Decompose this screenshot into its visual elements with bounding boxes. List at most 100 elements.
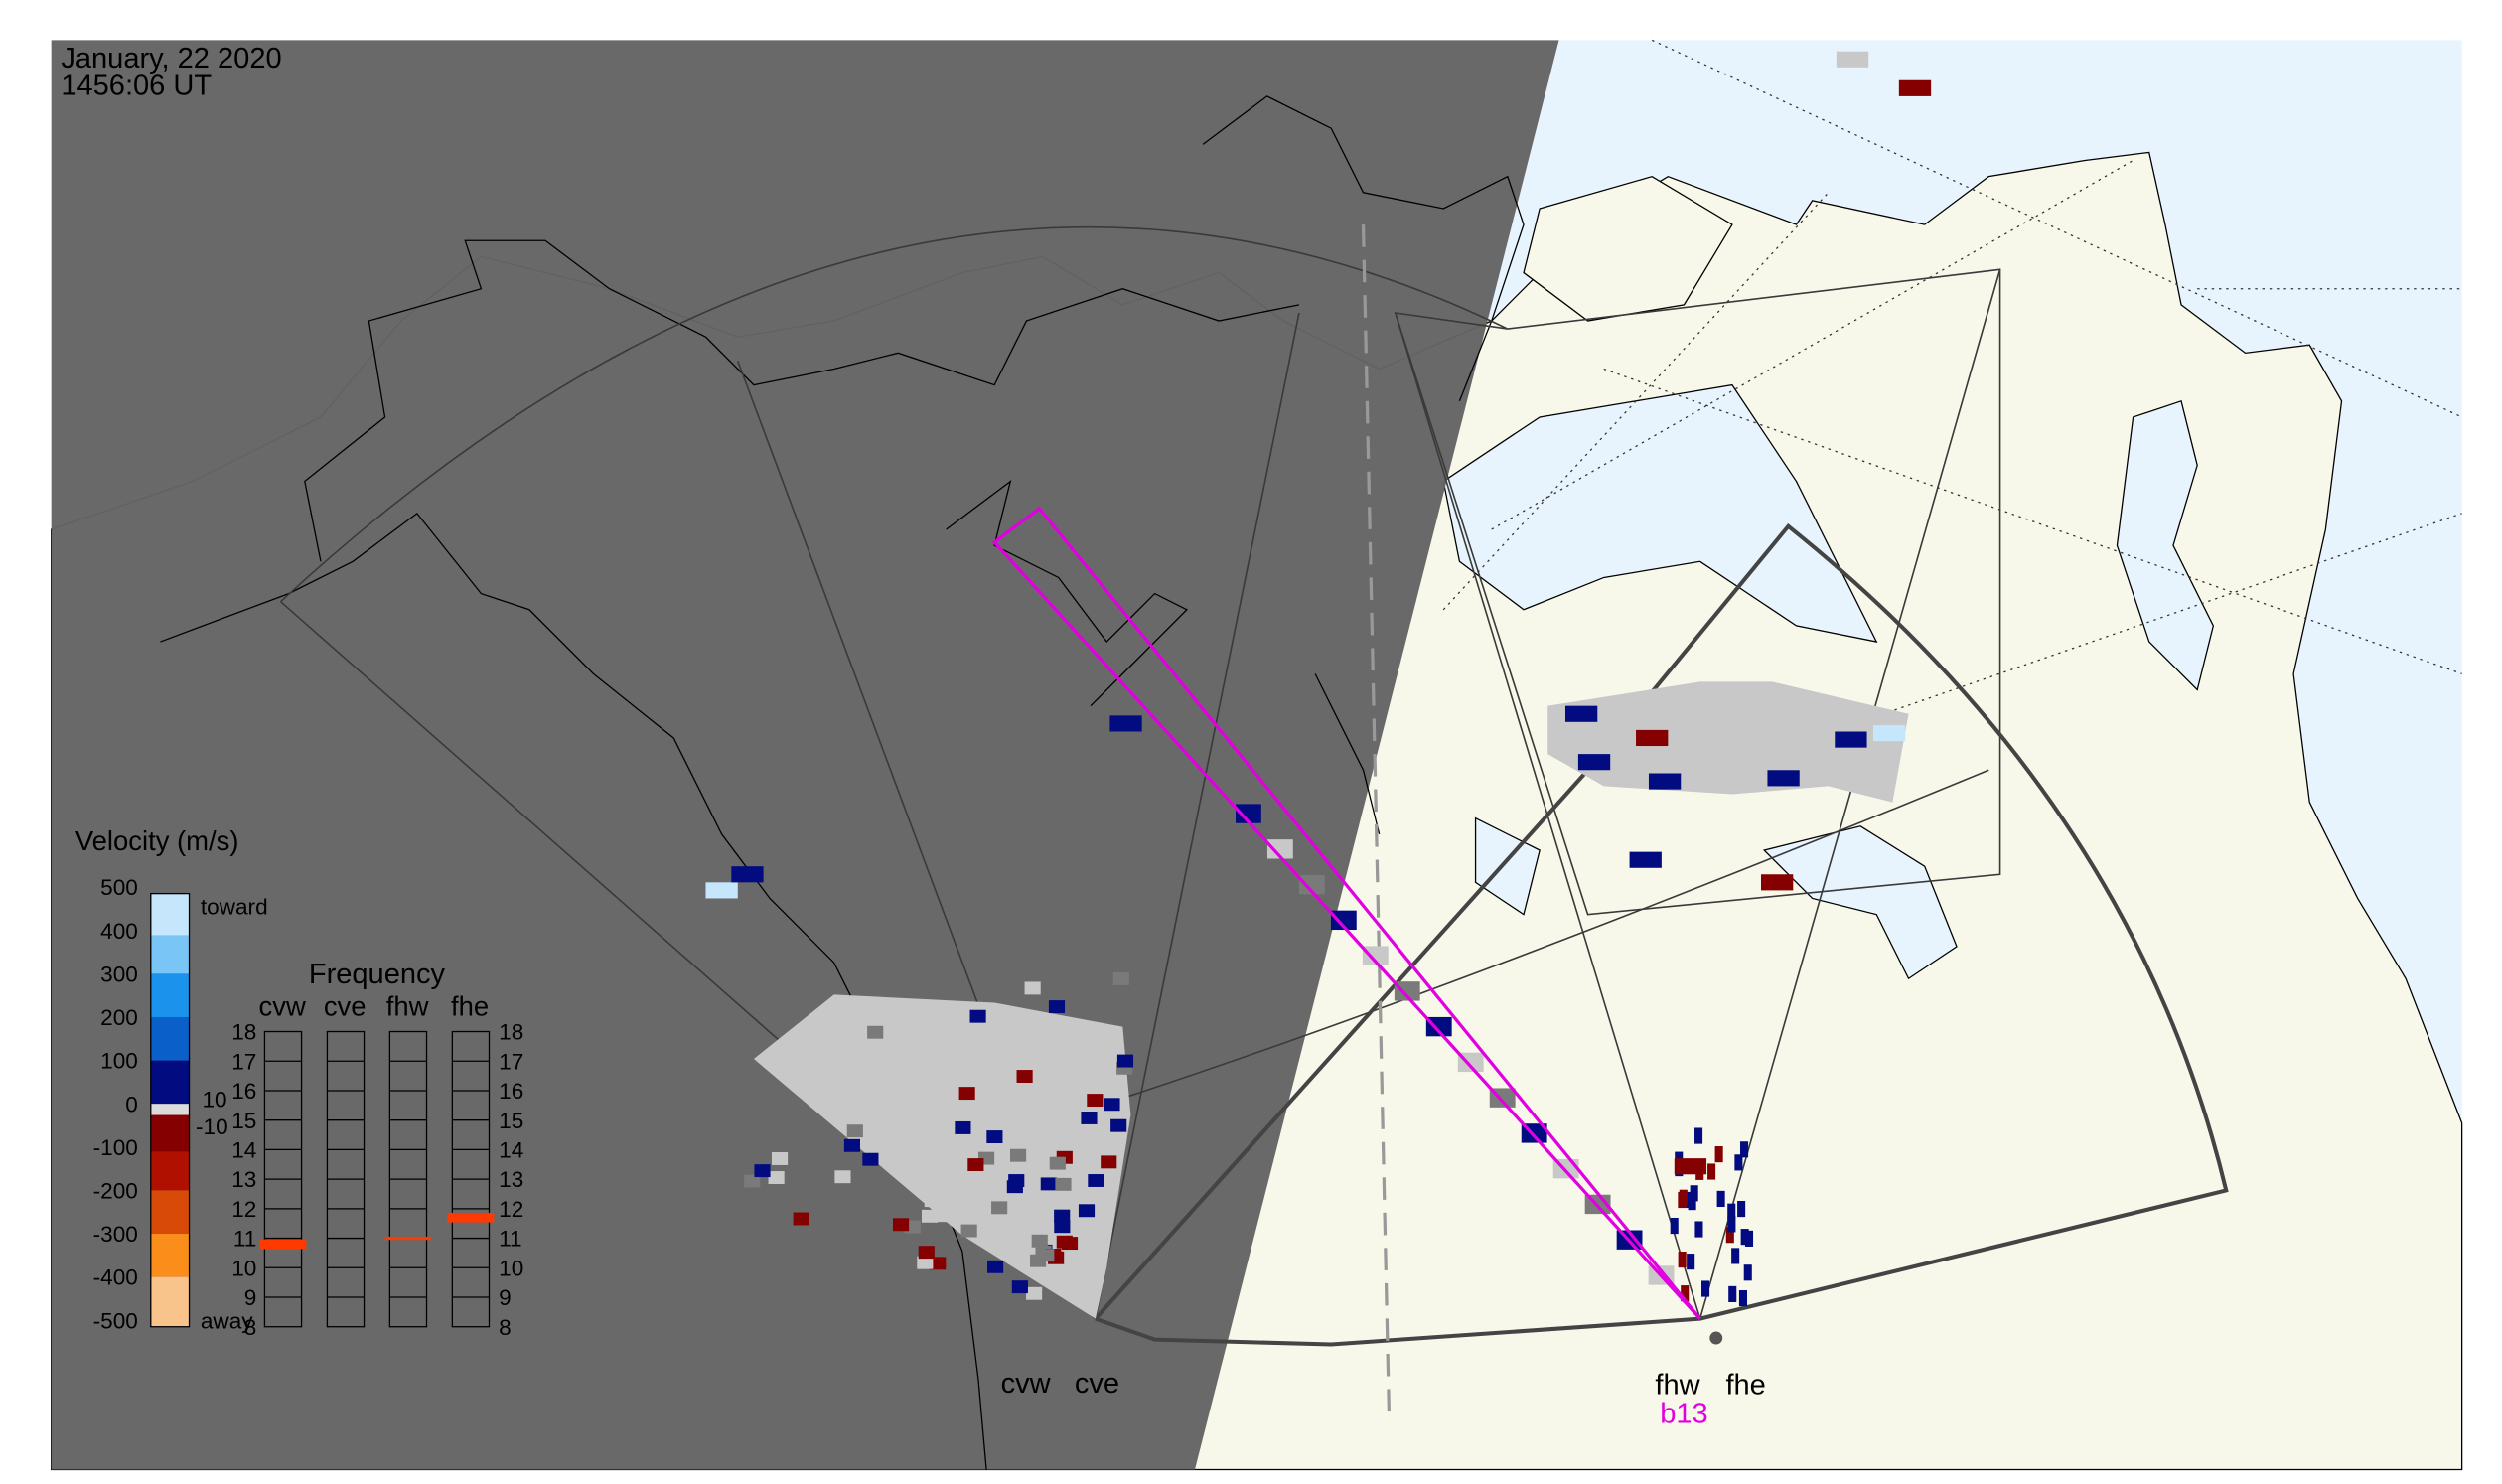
echo-cell (1744, 1230, 1754, 1247)
echo-cell (1564, 705, 1598, 722)
echo-cell (1078, 1204, 1096, 1218)
away-label: away (201, 1308, 253, 1333)
echo-cell (1298, 874, 1325, 895)
echo-cell (1049, 1156, 1066, 1170)
echo-cell (948, 1149, 964, 1163)
echo-cell (1362, 946, 1389, 965)
radar-label-cve: cve (1075, 1368, 1119, 1400)
date-label: January, 22 2020 (61, 43, 281, 74)
echo-cell (1101, 1155, 1117, 1169)
frequency-tick-right: 15 (499, 1109, 523, 1133)
echo-cell (991, 1201, 1008, 1215)
toward-label: toward (201, 895, 268, 920)
frequency-column-label-cvw: cvw (259, 990, 306, 1021)
zero-band-lower-label: -10 (196, 1114, 228, 1139)
echo-cell (744, 1174, 761, 1188)
echo-cell (1694, 1127, 1703, 1144)
colorbar-zero-band (150, 1104, 190, 1115)
echo-cell (1394, 981, 1420, 1001)
echo-cell (892, 1218, 910, 1232)
frequency-tick-left: 15 (231, 1109, 256, 1133)
echo-cell (1707, 1163, 1716, 1180)
echo-cell (878, 1050, 895, 1064)
radar-site-fh[interactable] (1709, 1331, 1723, 1345)
echo-cell (754, 1164, 771, 1178)
echo-cell (1898, 79, 1932, 96)
velocity-legend-title: Velocity (m/s) (75, 825, 239, 856)
echo-cell (846, 1124, 863, 1138)
echo-cell (705, 882, 738, 899)
colorbar-segment (150, 893, 190, 936)
frequency-tick-left: 17 (231, 1049, 256, 1074)
frequency-column-label-fhw: fhw (386, 990, 429, 1021)
velocity-tick-label: 200 (100, 1005, 138, 1030)
echo-cell (771, 1152, 789, 1165)
radar-label-fhe: fhe (1725, 1370, 1765, 1402)
colorbar-segment (150, 1234, 190, 1277)
velocity-tick-label: 0 (125, 1092, 138, 1116)
echo-cell (1738, 1290, 1748, 1307)
frequency-bar-cvw (259, 1239, 307, 1250)
frequency-tick-right: 8 (499, 1315, 512, 1340)
echo-cell (987, 1260, 1004, 1273)
echo-cell (1740, 1229, 1749, 1246)
colorbar-segment (150, 1114, 190, 1152)
echo-cell (1674, 1158, 1707, 1175)
frequency-tick-right: 12 (499, 1197, 523, 1222)
echo-cell (1629, 851, 1662, 868)
echo-cell (834, 1170, 851, 1184)
night-terminator-shade (51, 40, 1559, 1470)
echo-cell (1110, 1118, 1127, 1132)
echo-cell (1038, 1249, 1055, 1262)
echo-cell (1048, 1000, 1066, 1014)
colorbar-segment (150, 1060, 190, 1105)
fov-cve-outline (1094, 522, 2229, 1347)
echo-cell (1743, 1264, 1752, 1281)
echo-cell (967, 1158, 984, 1172)
velocity-tick-label: -200 (93, 1179, 138, 1204)
echo-cell (1731, 1248, 1740, 1264)
echo-cell (1011, 1280, 1028, 1294)
echo-cell (958, 1087, 975, 1101)
echo-cell (1670, 1217, 1679, 1235)
echo-cell (1116, 1054, 1134, 1068)
frequency-tick-right: 18 (499, 1020, 523, 1045)
frequency-bar-fhe (447, 1212, 495, 1223)
island (1523, 175, 1733, 322)
echo-cell (1577, 754, 1611, 771)
beam-b13-outline[interactable] (991, 506, 1701, 1320)
echo-cell (1056, 1235, 1073, 1249)
echo-cell (1636, 729, 1669, 747)
echo-cell (1727, 1203, 1736, 1220)
echo-cell (1330, 910, 1357, 931)
echo-cell (1687, 1254, 1695, 1270)
echo-cell (1009, 1227, 1026, 1241)
frequency-tick-left: 9 (244, 1285, 257, 1310)
echo-cell (955, 1120, 971, 1134)
echo-cell (1734, 1154, 1743, 1171)
echo-cell (1690, 1185, 1698, 1202)
echo-cell (933, 1209, 950, 1223)
echo-cell (1088, 1174, 1104, 1187)
velocity-tick-label: 100 (100, 1049, 138, 1074)
echo-cell (1648, 773, 1682, 790)
frequency-tick-right: 11 (499, 1227, 521, 1252)
frequency-tick-right: 9 (499, 1285, 512, 1310)
echo-cell (960, 1224, 977, 1238)
frequency-tick-right: 10 (499, 1256, 523, 1280)
echo-cell (1737, 1200, 1746, 1218)
echo-cell (986, 1130, 1003, 1144)
velocity-tick-label: 500 (100, 875, 138, 900)
frequency-column-label-cve: cve (324, 990, 367, 1021)
velocity-tick-label: -300 (93, 1222, 138, 1247)
colorbar-frame (150, 892, 191, 1328)
colorbar-segment (150, 1276, 190, 1327)
frequency-title: Frequency (309, 959, 446, 990)
echo-cell (924, 1194, 941, 1208)
echo-cell (1016, 1070, 1033, 1083)
frequency-tick-left: 16 (231, 1079, 256, 1104)
echo-cell (1266, 839, 1293, 859)
frequency-tick-left: 14 (231, 1137, 256, 1162)
echo-cell (1104, 1098, 1120, 1112)
